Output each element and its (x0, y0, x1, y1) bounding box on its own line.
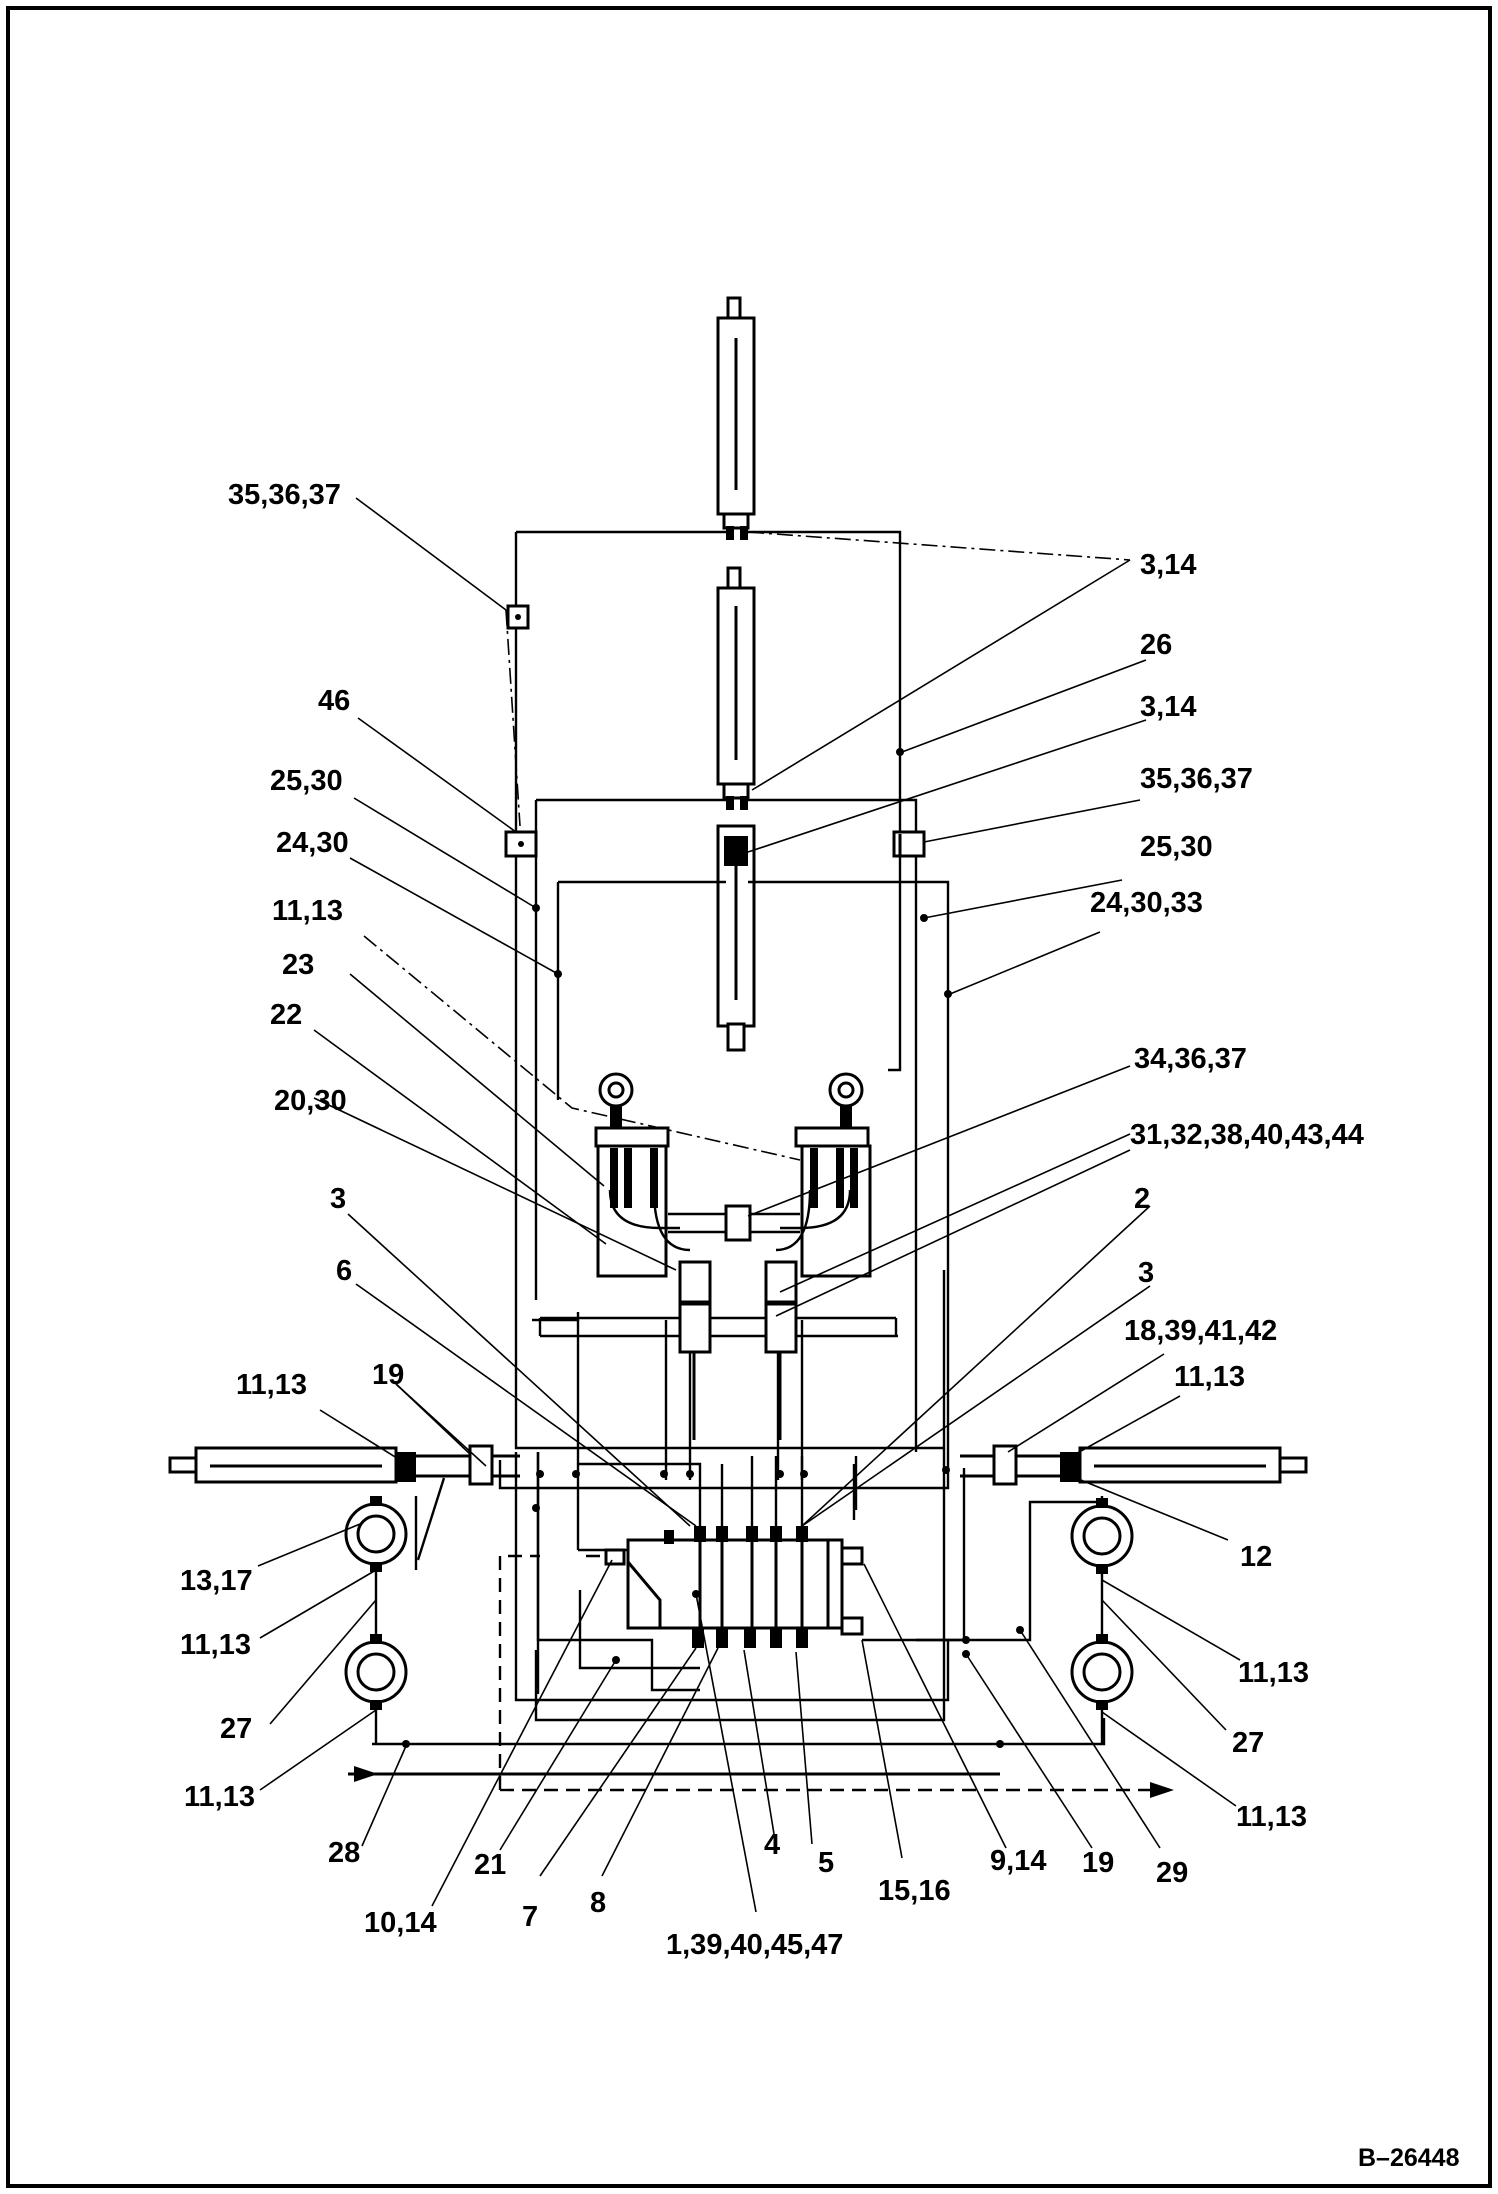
callout: 7 (522, 1901, 538, 1933)
callout: 10,14 (364, 1907, 437, 1939)
callout: 3,14 (1140, 691, 1196, 723)
callout: 11,13 (180, 1629, 251, 1661)
callout: 2 (1134, 1183, 1150, 1215)
callout: 22 (270, 999, 302, 1031)
callout: 21 (474, 1849, 506, 1881)
control-valve-block (604, 1526, 864, 1648)
leader-lines (257, 497, 1241, 1913)
page-frame (6, 6, 1492, 2188)
callout: 35,36,37 (228, 479, 341, 511)
callout: 19 (372, 1359, 404, 1391)
callout: 23 (282, 949, 314, 981)
callout: 11,13 (1174, 1361, 1245, 1393)
motor-right-upper (1070, 1498, 1134, 1574)
boom-cylinder-top (716, 296, 756, 540)
callout: 9,14 (990, 1845, 1046, 1877)
callout: 35,36,37 (1140, 763, 1253, 795)
callout: 27 (220, 1713, 252, 1745)
callout: 8 (590, 1887, 606, 1919)
clamp-assembly-right (775, 1072, 872, 1278)
bucket-cylinder (716, 824, 756, 1052)
clamp-assembly-left (594, 1072, 691, 1278)
callout: 3,14 (1140, 549, 1196, 581)
callout: 13,17 (180, 1565, 253, 1597)
callout: 5 (818, 1847, 834, 1879)
clamp-connector (668, 1204, 800, 1440)
callout: 31,32,38,40,43,44 (1130, 1119, 1364, 1151)
callout: 26 (1140, 629, 1172, 661)
callout: 25,30 (1140, 831, 1213, 863)
callout: 11,13 (272, 895, 343, 927)
motor-right-lower (1070, 1634, 1134, 1710)
callout: 18,39,41,42 (1124, 1315, 1277, 1347)
motor-left-lower (344, 1634, 408, 1710)
stabilizer-cylinder-left (168, 1444, 520, 1486)
callout: 12 (1240, 1541, 1272, 1573)
figure-reference: B–26448 (1358, 2144, 1460, 2172)
callout: 11,13 (184, 1781, 255, 1813)
callout: 29 (1156, 1857, 1188, 1889)
callout-labels: 35,36,37 3,14 26 3,14 46 25,30 35,36,37 … (180, 479, 1364, 1961)
stabilizer-cylinder-right (960, 1444, 1308, 1486)
callout: 4 (764, 1829, 780, 1861)
supply-return-lines (348, 1554, 1174, 1798)
motor-hoses (374, 1477, 1104, 1744)
callout: 46 (318, 685, 350, 717)
motor-left-upper (344, 1496, 408, 1572)
callout: 25,30 (270, 765, 343, 797)
callout: 11,13 (1238, 1657, 1309, 1689)
callout: 27 (1232, 1727, 1264, 1759)
callout: 6 (336, 1255, 352, 1287)
callout: 1,39,40,45,47 (666, 1929, 843, 1961)
hose-clamps (504, 604, 926, 858)
callout: 34,36,37 (1134, 1043, 1247, 1075)
callout: 3 (330, 1183, 346, 1215)
callout: 19 (1082, 1847, 1114, 1879)
callout: 3 (1138, 1257, 1154, 1289)
callout: 11,13 (236, 1369, 307, 1401)
callout: 11,13 (1236, 1801, 1307, 1833)
callout: 28 (328, 1837, 360, 1869)
callout: 24,30,33 (1090, 887, 1203, 919)
callout: 20,30 (274, 1085, 347, 1117)
boom-cylinder-middle (716, 566, 756, 810)
callout: 24,30 (276, 827, 349, 859)
callout: 15,16 (878, 1875, 951, 1907)
